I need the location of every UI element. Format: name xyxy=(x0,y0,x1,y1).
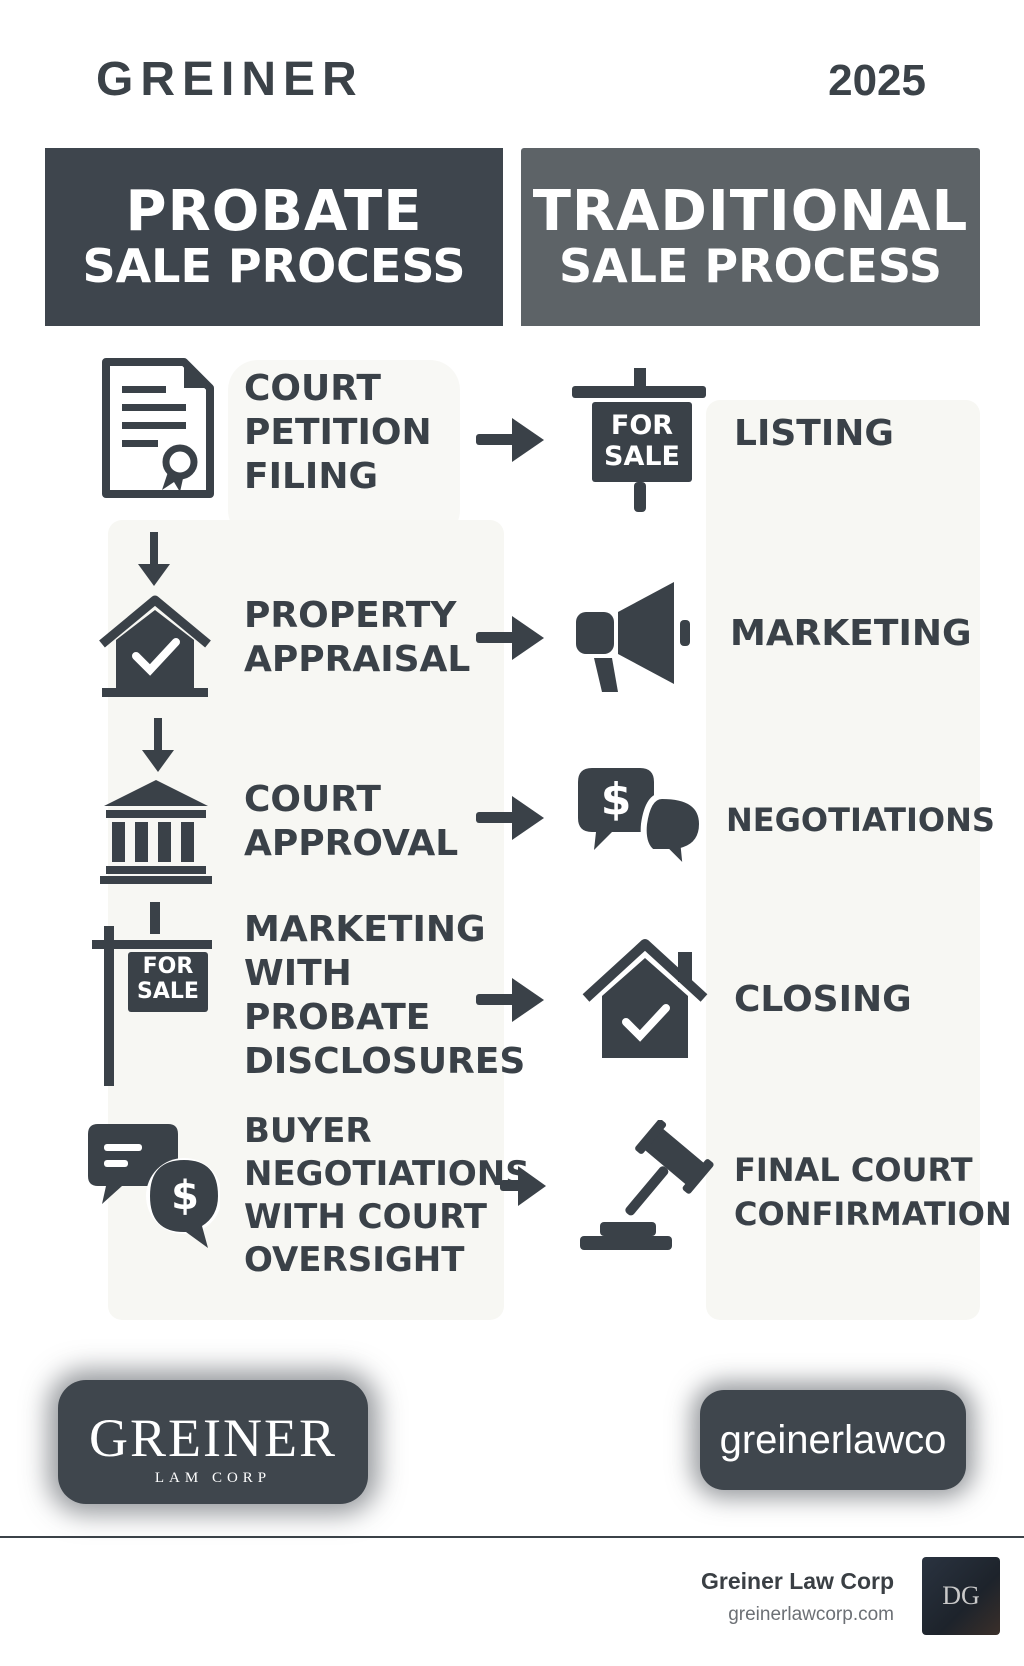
probate-step-5-label: BUYER NEGOTIATIONS WITH COURT OVERSIGHT xyxy=(244,1111,530,1280)
traditional-step-2-label: MARKETING xyxy=(730,613,972,654)
dollar-icon: $ xyxy=(171,1173,199,1219)
arrow-right-icon xyxy=(476,794,546,842)
logo-main-text: GREINER xyxy=(89,1408,337,1468)
probate-step-1-label: COURT PETITION FILING xyxy=(244,368,432,497)
probate-panel-top xyxy=(228,360,460,540)
chat-dollar-icon: $ xyxy=(88,1120,220,1252)
for-sale-sign-icon: FOR SALE xyxy=(572,368,706,512)
footer-divider xyxy=(0,1536,1024,1538)
gavel-icon xyxy=(580,1120,720,1252)
arrow-right-icon xyxy=(476,416,546,464)
website-badge[interactable]: greinerlawco xyxy=(700,1390,966,1490)
for-sale-sign-text: FOR SALE xyxy=(604,410,680,472)
avatar: DG xyxy=(922,1557,1000,1635)
footer-company-name: Greiner Law Corp xyxy=(701,1568,894,1594)
logo-sub-text: LAM CORP xyxy=(154,1470,272,1486)
house-check-icon xyxy=(582,938,708,1058)
for-sale-sign-icon: FOR SALE xyxy=(88,902,214,1086)
megaphone-icon xyxy=(576,580,702,696)
probate-step-3-label: COURT APPROVAL xyxy=(244,779,459,864)
greiner-logo: GREINER LAM CORP xyxy=(58,1380,368,1504)
traditional-step-3-label: NEGOTIATIONS xyxy=(726,801,995,839)
traditional-step-5-label: FINAL COURT CONFIRMATION xyxy=(734,1151,1012,1233)
dollar-icon: $ xyxy=(600,774,632,825)
courthouse-icon xyxy=(100,778,212,884)
for-sale-sign-text: FOR SALE xyxy=(137,954,199,1004)
traditional-column-header: TRADITIONAL SALE PROCESS xyxy=(521,148,980,326)
year-label: 2025 xyxy=(828,56,926,105)
arrow-right-icon xyxy=(476,614,546,662)
brand-title: GREINER xyxy=(96,53,364,106)
arrow-down-icon xyxy=(134,532,174,588)
arrow-right-icon xyxy=(500,1162,548,1210)
arrow-down-icon xyxy=(138,718,178,774)
probate-column-header: PROBATE SALE PROCESS xyxy=(45,148,503,326)
traditional-panel xyxy=(706,400,980,1320)
traditional-header-line2: SALE PROCESS xyxy=(558,239,943,294)
house-check-icon xyxy=(98,592,212,700)
traditional-step-4-label: CLOSING xyxy=(734,979,912,1020)
probate-step-2-label: PROPERTY APPRAISAL xyxy=(244,595,471,680)
traditional-header-line1: TRADITIONAL xyxy=(532,178,969,244)
probate-step-4-label: MARKETING WITH PROBATE DISCLOSURES xyxy=(244,909,526,1082)
chat-dollar-icon: $ xyxy=(578,766,706,872)
traditional-step-1-label: LISTING xyxy=(734,413,894,454)
footer-website-link[interactable]: greinerlawcorp.com xyxy=(728,1604,894,1625)
certificate-document-icon xyxy=(100,358,216,500)
arrow-right-icon xyxy=(476,976,546,1024)
probate-header-line1: PROBATE xyxy=(125,178,423,244)
probate-header-line2: SALE PROCESS xyxy=(82,239,466,294)
